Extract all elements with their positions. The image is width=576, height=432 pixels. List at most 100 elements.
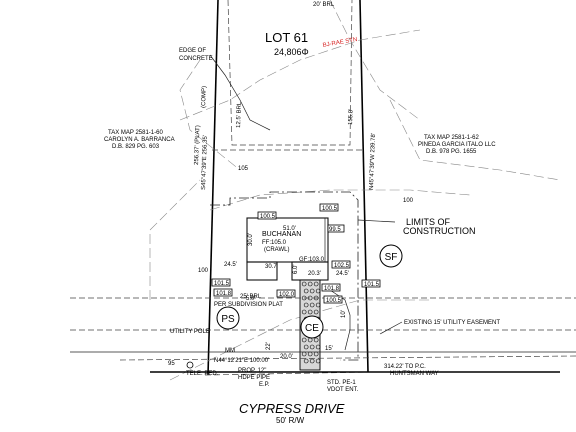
building-restriction-lines	[212, 0, 362, 151]
easement-leader	[379, 321, 403, 335]
svg-text:TAX MAP 2581-1-60: TAX MAP 2581-1-60	[108, 130, 163, 136]
gravel-stone	[313, 309, 319, 315]
huntsman-label: HUNTSMAN WAY	[390, 371, 439, 377]
tele-ped-symbol	[186, 361, 194, 369]
svg-text:PINEDA GARCIA ITALO LLC: PINEDA GARCIA ITALO LLC	[418, 142, 496, 148]
contour-values: 100 95 105	[168, 166, 249, 367]
brl-side-label: 25' BRL	[240, 294, 262, 300]
gravel-stone	[315, 302, 321, 308]
limits-label-1: LIMITS OF	[406, 217, 451, 227]
svg-text:30.0': 30.0'	[248, 233, 254, 246]
bearing-left: S45°47'39"E 256.35'	[201, 135, 209, 190]
tele-label: TELE. PED.	[186, 371, 219, 377]
svg-text:24.5': 24.5'	[224, 262, 237, 268]
svg-text:100.5: 100.5	[322, 206, 338, 212]
gravel-stone	[315, 344, 321, 350]
bearing-right: N45°47'39"W 239.78'	[369, 133, 377, 190]
gravel-stone	[309, 302, 315, 308]
svg-text:30.7': 30.7'	[265, 264, 278, 270]
svg-text:100.5: 100.5	[326, 298, 342, 304]
ce-symbol: CE	[300, 315, 324, 339]
gravel-stone	[307, 309, 313, 315]
svg-text:FF:105.0: FF:105.0	[262, 240, 287, 246]
limits-of-construction-line	[210, 191, 359, 361]
lot-area: 24,806Φ	[274, 47, 309, 57]
pipe-label-2: HDPE PIPE	[238, 375, 270, 381]
svg-text:BUCHANAN: BUCHANAN	[262, 231, 301, 238]
edge-concrete-label-1: EDGE OF	[179, 48, 206, 54]
comp-label: (COMP)	[201, 86, 208, 108]
stamp-text: BJ-RAE STN	[322, 37, 358, 49]
std-label-2: VDOT ENT.	[327, 387, 359, 393]
svg-text:100: 100	[403, 198, 414, 204]
gravel-stone	[301, 309, 307, 315]
top-brl: 20' BRL	[313, 2, 335, 8]
gravel-stone	[313, 337, 319, 343]
svg-text:22': 22'	[266, 342, 272, 350]
edge-of-concrete-line	[209, 54, 271, 131]
gravel-stone	[303, 302, 309, 308]
svg-text:100: 100	[198, 268, 209, 274]
svg-text:D.B. 978 PG. 1655: D.B. 978 PG. 1655	[426, 149, 477, 155]
svg-text:101.5: 101.5	[364, 282, 380, 288]
svg-text:(CRAWL): (CRAWL)	[264, 247, 289, 253]
svg-text:101.8: 101.8	[324, 286, 340, 292]
bearing-left-plat: 256.37' (PLAT)	[194, 125, 201, 165]
svg-text:102.0: 102.0	[279, 292, 295, 298]
gravel-stone	[301, 281, 307, 287]
sf-symbol: SF	[379, 244, 403, 268]
svg-text:101.8: 101.8	[216, 291, 232, 297]
gravel-stone	[315, 358, 321, 364]
contour-lines	[149, 0, 561, 381]
limits-label-2: CONSTRUCTION	[403, 226, 476, 236]
svg-text:20.0': 20.0'	[280, 354, 293, 360]
svg-text:D.B. 829 PG. 603: D.B. 829 PG. 603	[112, 144, 160, 150]
neighbor-right: TAX MAP 2581-1-62 PINEDA GARCIA ITALO LL…	[418, 135, 496, 155]
svg-text:101.5: 101.5	[214, 281, 230, 287]
std-label-1: STD. PE-1	[327, 380, 356, 386]
svg-text:6.0': 6.0'	[293, 265, 299, 275]
svg-text:102.5: 102.5	[334, 263, 350, 269]
elevation-markers: 100.5 100.5 99.5 102.5 101.5 102.0 101.8…	[211, 198, 414, 304]
mm-label: MM	[225, 348, 235, 354]
easement-label: EXISTING 15' UTILITY EASEMENT	[404, 320, 500, 326]
dimension-labels: 24.5' 24.5' 20.3' 6.0' 5.0' 15' 22' 20.0…	[224, 262, 349, 360]
ps-label: PS	[221, 314, 235, 325]
svg-text:24.5': 24.5'	[336, 271, 349, 277]
sf-label: SF	[385, 252, 398, 263]
road-row: 50' R/W	[276, 416, 305, 425]
svg-text:95: 95	[168, 361, 175, 367]
svg-text:10': 10'	[341, 310, 347, 318]
svg-text:51.0': 51.0'	[283, 226, 296, 232]
gravel-stone	[303, 288, 309, 294]
gravel-stone	[309, 344, 315, 350]
svg-text:99.5: 99.5	[329, 227, 341, 233]
pipe-label-3: E.P.	[259, 382, 270, 388]
gravel-stone	[303, 358, 309, 364]
per-plat-label: PER SUBDIVISION PLAT	[214, 302, 283, 308]
pc-label: 314.22' TO P.C.	[384, 364, 426, 370]
gravel-stone	[313, 281, 319, 287]
neighbor-left: TAX MAP 2581-1-60 CAROLYN A. BARRANCA D.…	[104, 130, 175, 150]
svg-text:CAROLYN A. BARRANCA: CAROLYN A. BARRANCA	[104, 137, 175, 143]
house-labels: BUCHANAN FF:105.0 (CRAWL) GF:103.0 51.0'…	[248, 226, 325, 270]
gravel-stone	[309, 358, 315, 364]
pipe-label-1: PROP. 12"	[238, 368, 266, 374]
limits-leader	[357, 219, 396, 223]
edge-concrete-label-2: CONCRETE	[179, 56, 213, 62]
gravel-stone	[315, 288, 321, 294]
house-footprint	[246, 217, 329, 281]
svg-text:GF:103.0: GF:103.0	[299, 257, 325, 263]
utility-pole-label: UTILITY POLE	[170, 329, 210, 335]
bearing-right-len: 155.8'	[348, 109, 355, 125]
svg-text:105: 105	[238, 166, 249, 172]
gravel-stone	[307, 281, 313, 287]
gravel-stone	[309, 288, 315, 294]
lot-title: LOT 61	[265, 30, 308, 45]
left-setback: 12.5' BRL	[236, 101, 243, 128]
ps-symbol: PS	[216, 306, 240, 330]
svg-text:100.5: 100.5	[260, 214, 276, 220]
svg-text:5.0': 5.0'	[246, 296, 256, 302]
svg-text:TAX MAP 2581-1-62: TAX MAP 2581-1-62	[424, 135, 479, 141]
